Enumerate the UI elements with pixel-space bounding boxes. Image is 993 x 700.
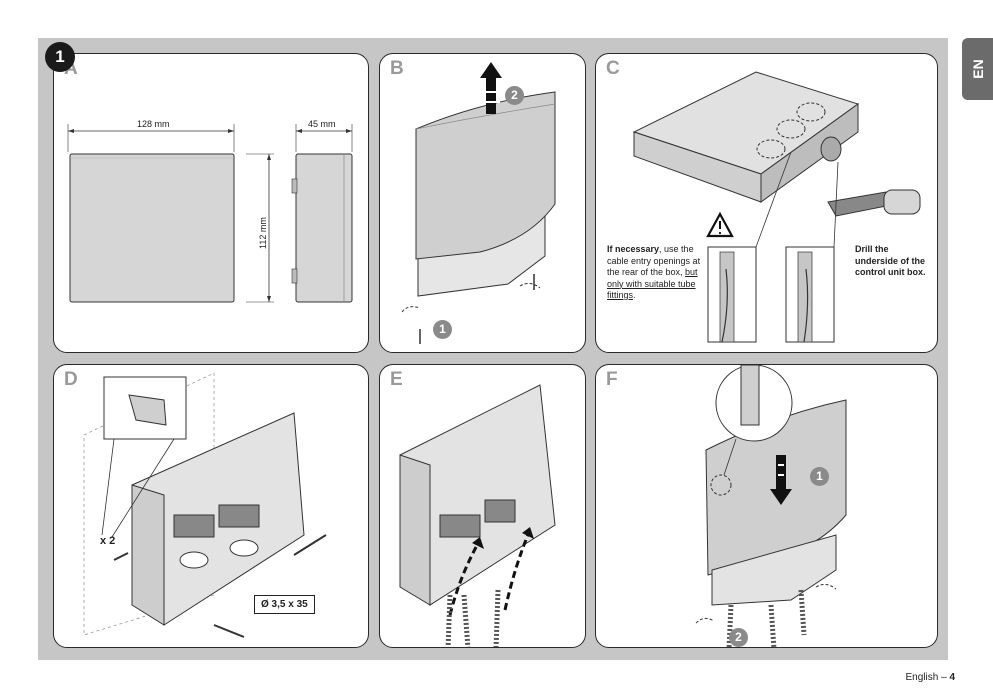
page-number: 4 [949, 672, 955, 683]
panel-label: D [64, 369, 78, 390]
page-footer: English – 4 [905, 672, 955, 683]
panel-f-refit-cover: F 1 2 [595, 364, 938, 648]
screw-size-label: Ø 3,5 x 35 [254, 595, 315, 614]
language-tab: EN [962, 38, 993, 100]
panel-label: F [606, 369, 618, 390]
fixing-count-label: x 2 [100, 535, 116, 547]
step-number-badge: 1 [45, 42, 75, 72]
step-badge-lift: 2 [505, 86, 524, 105]
step-badge-screw: 2 [729, 628, 748, 647]
cable-entry-drawing [632, 71, 921, 343]
panel-label: E [390, 369, 403, 390]
wall-mount-drawing [83, 372, 327, 638]
width-dimension-label: 128 mm [137, 119, 170, 129]
dimension-drawing: 128 mm 112 mm 45 mm [67, 119, 353, 303]
cover-removal-drawing [401, 62, 556, 344]
panel-b-remove-cover: B 2 1 [379, 53, 586, 353]
panel-label: C [606, 58, 620, 79]
depth-dimension-label: 45 mm [308, 119, 336, 129]
step-badge-screw: 1 [433, 320, 452, 339]
step-badge-slide: 1 [810, 467, 829, 486]
panel-e-cables: E [379, 364, 586, 648]
panel-a-dimensions: A 128 mm 112 mm 45 mm [53, 53, 369, 353]
panel-d-wall-mount: D x 2 Ø 3,5 x 35 [53, 364, 369, 648]
cable-routing-drawing [399, 384, 556, 647]
cover-refit-drawing [695, 365, 847, 647]
panel-label: B [390, 58, 404, 79]
drill-note: Drill the underside of the control unit … [855, 244, 926, 277]
height-dimension-label: 112 mm [258, 217, 268, 249]
cable-entry-note: If necessary, use the cable entry openin… [607, 244, 701, 300]
panel-c-cable-entry: C If necessary, use the cable entry open… [595, 53, 938, 353]
